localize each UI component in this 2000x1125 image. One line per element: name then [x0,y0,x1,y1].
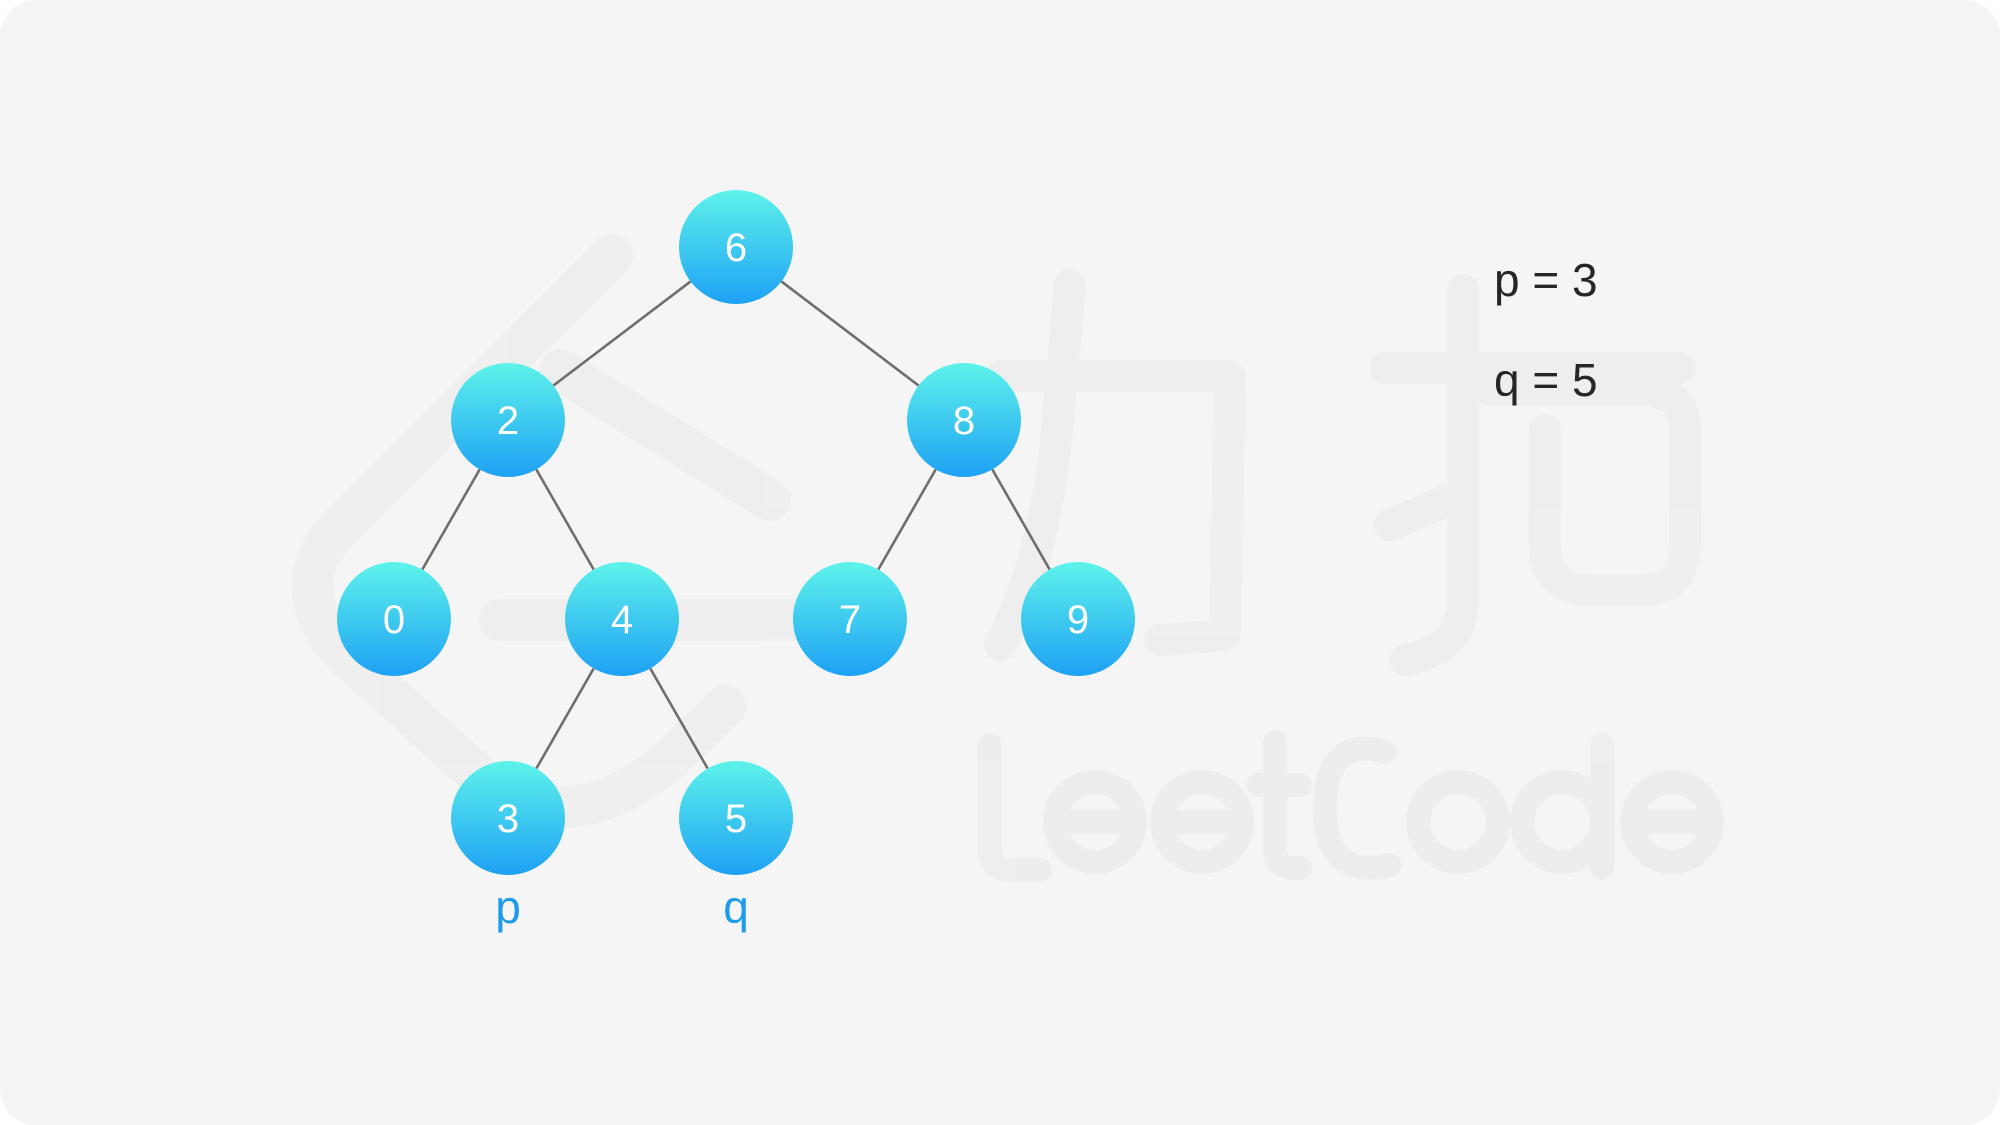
tree-edge-n8-n7 [877,468,937,571]
tree-node-3: 3 [451,761,565,875]
node-marker-q: q [723,881,749,933]
tree-node-0: 0 [337,562,451,676]
tree-node-6: 6 [679,190,793,304]
tree-nodes: 6 2 8 0 4 7 9 3 5 [337,190,1135,875]
tree-node-4: 4 [565,562,679,676]
param-q-text: q = 5 [1494,354,1598,406]
tree-node-circle [793,562,907,676]
tree-node-value: 5 [725,797,747,841]
tree-node-circle [337,562,451,676]
leetcode-logo-mark [291,234,881,828]
tree-edge-n6-n8 [780,280,920,387]
tree-node-circle [451,761,565,875]
param-p-text: p = 3 [1494,254,1598,306]
tree-node-value: 4 [611,598,633,642]
tree-edge-n4-n5 [649,667,709,770]
tree-node-value: 7 [839,598,861,642]
tree-node-circle [907,363,1021,477]
tree-node-value: 9 [1067,598,1089,642]
lijkou-watermark-glyphs [984,269,1701,676]
tree-node-value: 8 [953,399,975,443]
tree-node-value: 6 [725,226,747,270]
tree-node-circle [679,190,793,304]
tree-edge-n2-n0 [421,468,481,571]
tree-node-5: 5 [679,761,793,875]
tree-edge-n6-n2 [552,280,692,387]
tree-node-circle [1021,562,1135,676]
tree-node-8: 8 [907,363,1021,477]
tree-node-value: 0 [383,598,405,642]
tree-node-2: 2 [451,363,565,477]
tree-node-value: 2 [497,399,519,443]
leetcode-watermark [291,234,1724,882]
tree-node-circle [565,562,679,676]
tree-node-circle [679,761,793,875]
tree-edge-n2-n4 [535,468,595,571]
tree-edge-n4-n3 [535,667,595,770]
tree-node-9: 9 [1021,562,1135,676]
node-marker-p: p [495,881,521,933]
tree-node-circle [451,363,565,477]
tree-node-value: 3 [497,797,519,841]
tree-node-7: 7 [793,562,907,676]
tree-edge-n8-n9 [991,468,1051,571]
leetcode-word-watermark [978,730,1724,882]
tree-edges [421,280,1051,770]
